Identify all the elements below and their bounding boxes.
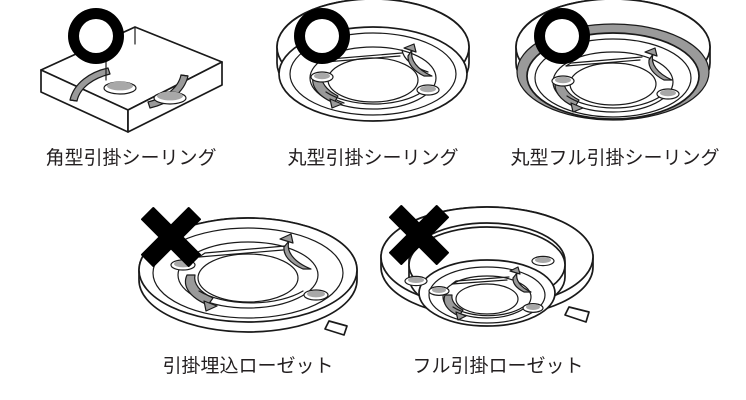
fitting-full-hook-rosette: フル引掛ローゼット <box>373 195 623 400</box>
label-round-hook-ceiling: 丸型引掛シーリング <box>287 147 459 169</box>
cross-ng-mark <box>141 207 201 267</box>
label-square-hook-ceiling: 角型引掛シーリング <box>45 147 217 169</box>
flat-rosette-body <box>138 217 358 336</box>
full-rosette-slots <box>404 255 555 321</box>
round-rosette-slots <box>310 43 440 109</box>
fitting-round-full-hook-ceiling: 丸型フル引掛シーリング <box>494 0 736 195</box>
fitting-square-hook-ceiling: 角型引掛シーリング <box>10 0 252 195</box>
label-hook-embedded-rosette: 引掛埋込ローゼット <box>162 355 334 377</box>
compatible-fittings-row: 角型引掛シーリング <box>0 0 746 195</box>
square-rosette-slots <box>69 67 189 109</box>
label-round-full-hook-ceiling: 丸型フル引掛シーリング <box>510 147 720 169</box>
cross-ng-mark <box>389 205 449 265</box>
round-ceiling-rosette-illustration <box>252 0 494 145</box>
label-full-hook-rosette: フル引掛ローゼット <box>412 355 584 377</box>
round-full-ceiling-rosette-illustration <box>494 0 736 145</box>
round-full-rosette-slots <box>551 47 680 113</box>
full-hook-rosette-illustration <box>373 195 623 353</box>
fitting-round-hook-ceiling: 丸型引掛シーリング <box>252 0 494 195</box>
square-ceiling-rosette-illustration <box>10 0 252 145</box>
fitting-hook-embedded-rosette: 引掛埋込ローゼット <box>123 195 373 400</box>
flat-embedded-rosette-illustration <box>123 195 373 353</box>
incompatible-fittings-row: 引掛埋込ローゼット <box>0 195 746 400</box>
square-rosette-body <box>40 26 223 133</box>
